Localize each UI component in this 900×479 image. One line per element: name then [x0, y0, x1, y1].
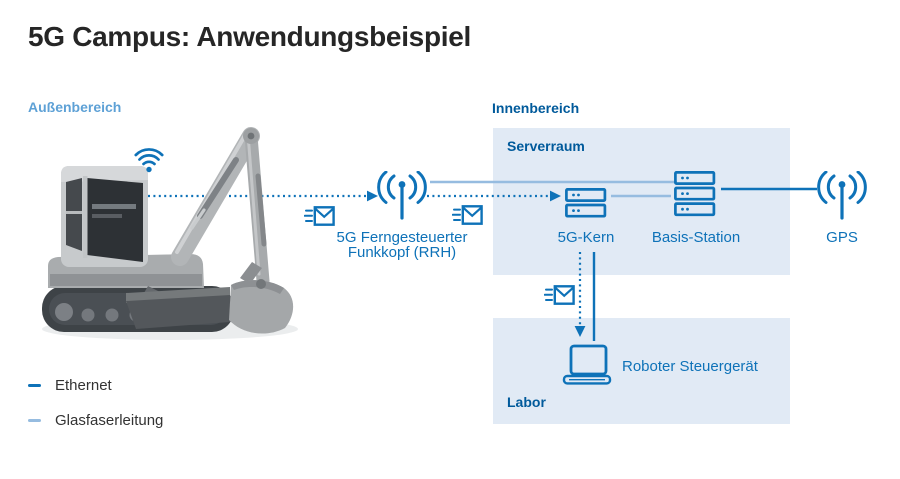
server-room-box [493, 128, 790, 275]
core-label: 5G-Kern [557, 229, 615, 246]
lab-box [493, 318, 790, 424]
legend-label-glasfaser: Glasfaserleitung [55, 412, 164, 429]
speed-mail-icon-1 [304, 206, 335, 226]
wifi-icon [134, 148, 164, 173]
speed-mail-icon-3 [544, 285, 575, 305]
server-rack-icon-core [565, 188, 607, 218]
rrh-label-line2: Funkkopf (RRH) [347, 244, 457, 261]
radio-antenna-icon-rrh [377, 171, 427, 220]
speed-mail-icon-2 [452, 205, 483, 225]
laptop-icon [562, 344, 612, 385]
rrh-label-line1: 5G Ferngesteuerter [336, 229, 468, 246]
region-label-indoor: Innenbereich [492, 100, 580, 116]
radio-antenna-icon-gps [817, 171, 867, 220]
legend-swatch-glasfaser [28, 419, 41, 422]
server-rack-icon-basestation [674, 171, 716, 217]
basestation-label: Basis-Station [651, 229, 741, 246]
robot-controller-label: Roboter Steuergerät [622, 358, 758, 375]
page-title: 5G Campus: Anwendungsbeispiel [28, 21, 471, 52]
lab-label: Labor [507, 394, 546, 410]
radio-flow-core-to-laptop [574, 252, 586, 337]
excavator-illustration [42, 127, 298, 340]
legend-swatch-ethernet [28, 384, 41, 387]
rrh-label: 5G Ferngesteuerter Funkkopf (RRH) [312, 230, 492, 260]
gps-label: GPS [826, 229, 858, 246]
region-label-outdoor: Außenbereich [28, 99, 122, 115]
radio-flow-rrh-to-core [427, 190, 561, 202]
legend-label-ethernet: Ethernet [55, 377, 112, 394]
server-room-label: Serverraum [507, 138, 585, 154]
